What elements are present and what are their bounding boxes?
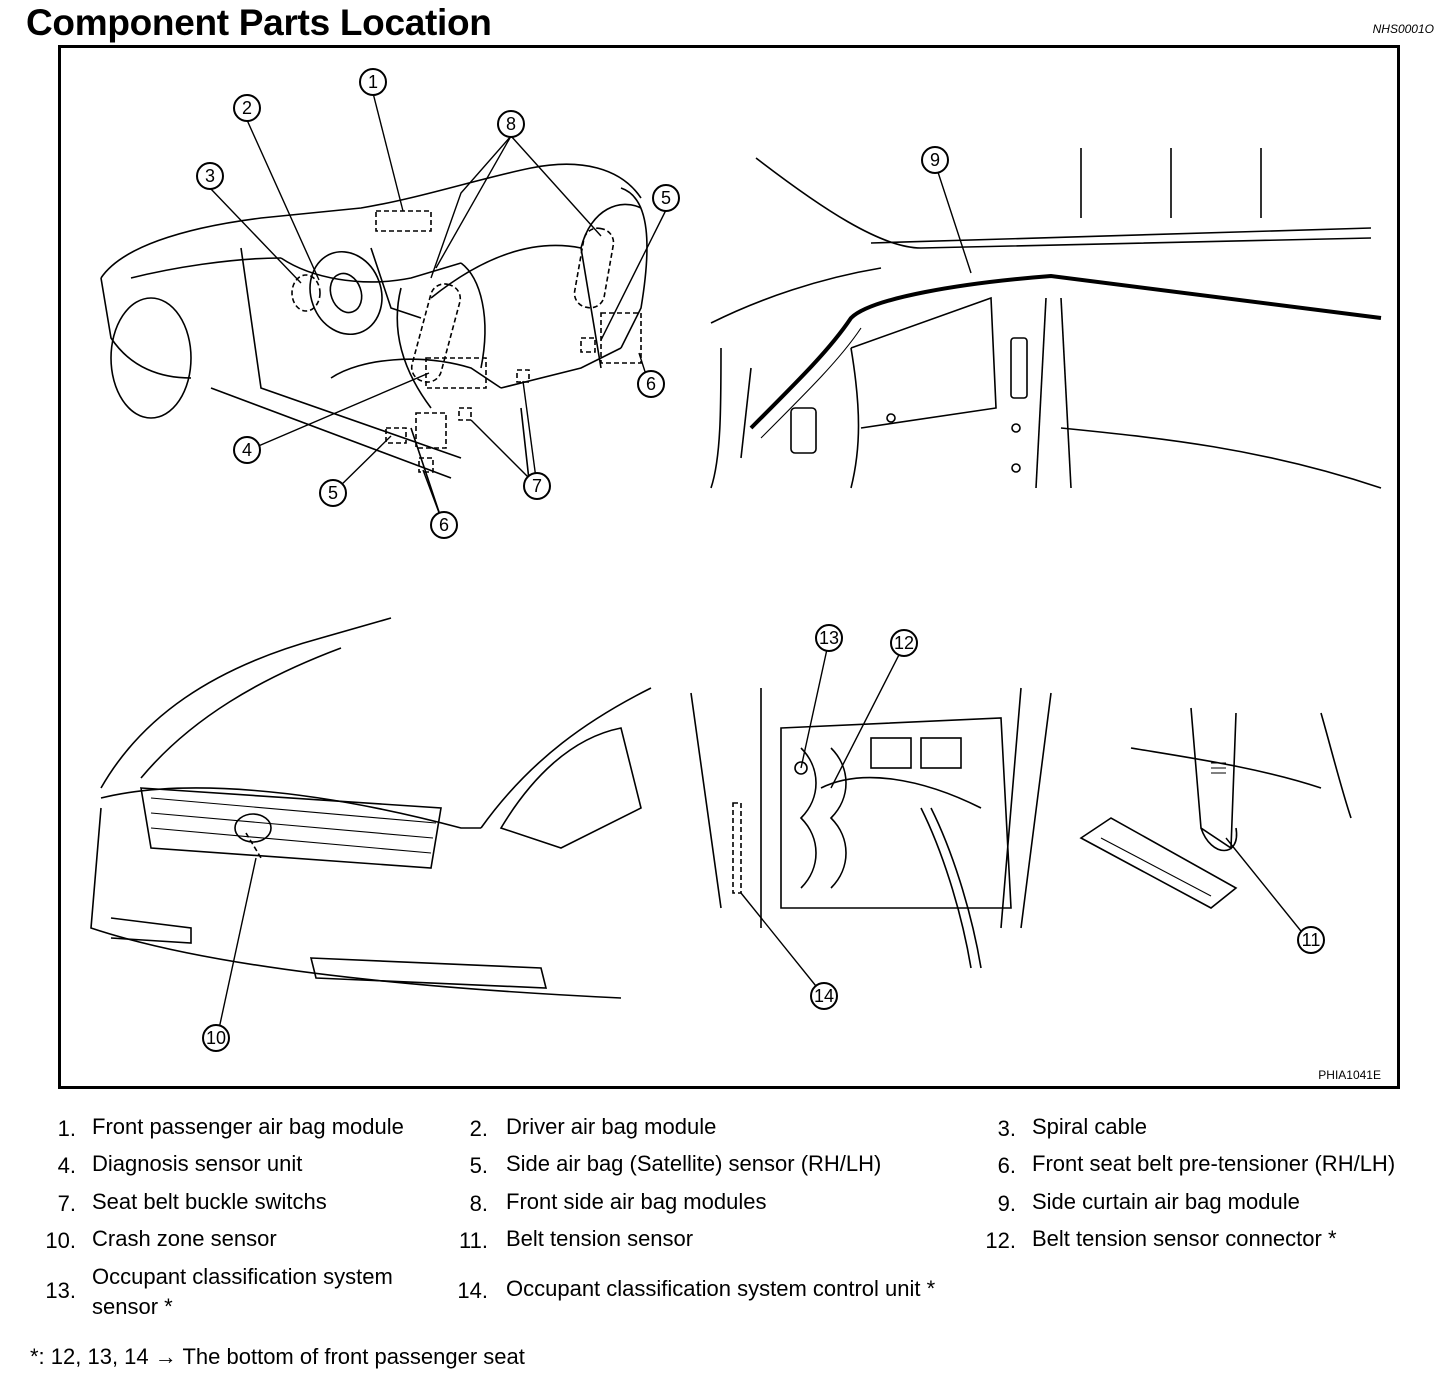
legend-item-number: 3.	[997, 1116, 1016, 1141]
legend-item-text: Crash zone sensor	[92, 1226, 277, 1251]
legend-item-number: 4.	[57, 1153, 76, 1178]
legend-item-text: Belt tension sensor connector *	[1032, 1226, 1337, 1251]
legend-item-text: Spiral cable	[1032, 1114, 1147, 1139]
front-bumper-view	[90, 617, 652, 999]
callout-7: 7	[523, 472, 551, 500]
callout-6-lower: 6	[430, 511, 458, 539]
legend-item-text: Side air bag (Satellite) sensor (RH/LH)	[506, 1151, 882, 1176]
legend-item-number: 8.	[469, 1191, 488, 1216]
legend-item-number: 10.	[45, 1228, 76, 1253]
legend-item-text: Front passenger air bag module	[92, 1114, 404, 1139]
interior-view	[100, 163, 648, 519]
callout-5-upper: 5	[652, 184, 680, 212]
legend-item-text: Occupant classification system sensor *	[92, 1264, 393, 1319]
svg-text:7: 7	[532, 476, 542, 496]
legend-item-number: 9.	[997, 1191, 1016, 1216]
legend-item-text: Diagnosis sensor unit	[92, 1151, 303, 1176]
component-diagram: 1 2 3 4 5 5 6 6 7 8 9 10 11 12 13 14	[90, 68, 1382, 1052]
callout-10: 10	[202, 1024, 230, 1052]
seat-underside-view	[690, 687, 1052, 969]
callout-13: 13	[815, 624, 843, 652]
footnote: *: 12, 13, 14 → The bottom of front pass…	[30, 1344, 525, 1369]
legend-item-number: 1.	[57, 1116, 76, 1141]
callout-8: 8	[497, 110, 525, 138]
legend-item-number: 5.	[469, 1153, 488, 1178]
callout-12: 12	[890, 629, 918, 657]
svg-text:6: 6	[439, 515, 449, 535]
callout-9: 9	[921, 146, 949, 174]
svg-text:13: 13	[819, 628, 839, 648]
callout-11: 11	[1297, 926, 1325, 954]
svg-text:6: 6	[646, 374, 656, 394]
svg-text:8: 8	[506, 114, 516, 134]
roof-rail-view	[710, 148, 1382, 489]
legend-item-number: 11.	[459, 1228, 488, 1253]
callout-3: 3	[196, 162, 224, 190]
legend-item-number: 6.	[997, 1153, 1016, 1178]
callout-2: 2	[233, 94, 261, 122]
page-title: Component Parts Location	[26, 2, 492, 43]
legend-item-text: Occupant classification system control u…	[506, 1276, 936, 1301]
legend-item-text: Driver air bag module	[506, 1114, 717, 1139]
svg-text:5: 5	[328, 483, 338, 503]
callout-1: 1	[359, 68, 387, 96]
legend-item-text: Seat belt buckle switchs	[92, 1189, 327, 1214]
svg-text:2: 2	[242, 98, 252, 118]
legend-item-number: 13.	[45, 1278, 76, 1303]
svg-text:9: 9	[930, 150, 940, 170]
svg-text:11: 11	[1302, 930, 1321, 950]
svg-text:14: 14	[814, 986, 834, 1006]
svg-text:10: 10	[206, 1028, 226, 1048]
figure-code: PHIA1041E	[1318, 1068, 1381, 1082]
legend-item-number: 7.	[57, 1191, 76, 1216]
svg-text:12: 12	[894, 633, 914, 653]
legend-item-number: 12.	[985, 1228, 1016, 1253]
svg-text:1: 1	[368, 72, 378, 92]
legend-item-number: 2.	[469, 1116, 488, 1141]
svg-text:5: 5	[661, 188, 671, 208]
legend-item-number: 14.	[457, 1278, 488, 1303]
callout-14: 14	[810, 982, 838, 1010]
callout-5-lower: 5	[319, 479, 347, 507]
callout-6-upper: 6	[637, 370, 665, 398]
doc-code: NHS0001O	[1372, 22, 1434, 36]
figure-frame: 1 2 3 4 5 5 6 6 7 8 9 10 11 12 13 14 PHI…	[58, 45, 1400, 1089]
legend-item-text: Belt tension sensor	[506, 1226, 694, 1251]
legend-item-text: Side curtain air bag module	[1032, 1189, 1300, 1214]
callout-4: 4	[233, 436, 261, 464]
svg-text:4: 4	[242, 440, 252, 460]
legend-item-text: Front seat belt pre-tensioner (RH/LH)	[1032, 1151, 1396, 1176]
belt-buckle-view	[1079, 707, 1352, 909]
svg-text:3: 3	[205, 166, 215, 186]
legend-item-text: Front side air bag modules	[506, 1189, 767, 1214]
